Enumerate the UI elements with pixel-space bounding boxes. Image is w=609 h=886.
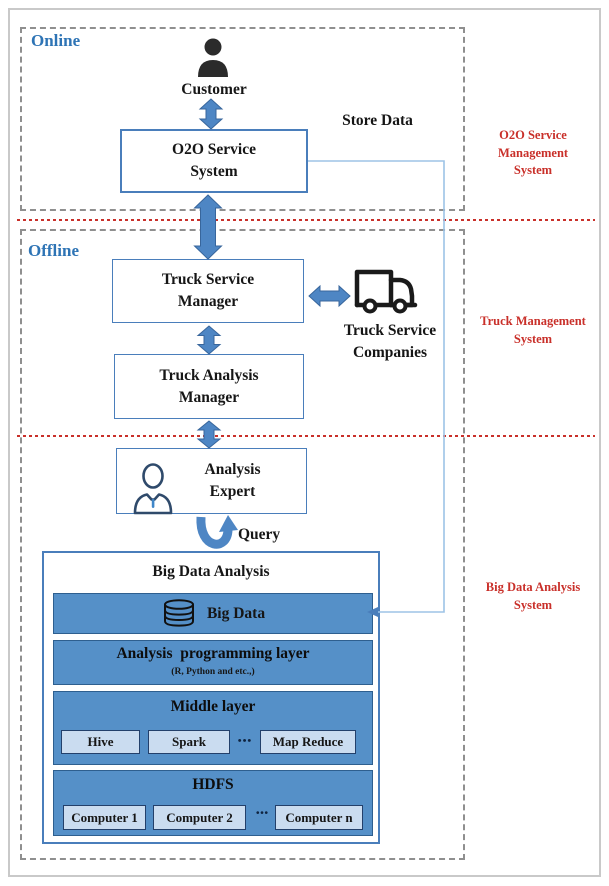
- online-label: Online: [31, 31, 81, 50]
- middle-layer: Middle layer Hive Spark ••• Map Reduce: [53, 691, 373, 765]
- truck-system-side-label: Truck Management System: [480, 314, 586, 346]
- analysis-expert-box: Analysis Expert: [116, 448, 307, 514]
- o2o-system-side-label: O2O Service Management System: [497, 128, 569, 177]
- store-data-label: Store Data: [342, 112, 413, 129]
- hdfs-layer-title: HDFS: [192, 776, 234, 793]
- separator-truck-bigdata: [17, 435, 595, 437]
- bigdata-system-side-label: Big Data Analysis System: [485, 580, 581, 612]
- customer-label: Customer: [181, 81, 247, 98]
- computer-2-box: Computer 2: [153, 805, 246, 830]
- outer-frame: [8, 8, 601, 877]
- spark-box: Spark: [148, 730, 230, 754]
- hdfs-layer: HDFS Computer 1 Computer 2 ... Computer …: [53, 770, 373, 836]
- computer-1-box: Computer 1: [63, 805, 146, 830]
- customer-icon: [196, 37, 230, 83]
- offline-region: [20, 229, 465, 860]
- offline-label: Offline: [28, 241, 79, 260]
- middle-layer-title: Middle layer: [170, 698, 256, 715]
- big-data-layer-label: Big Data: [206, 604, 266, 622]
- hive-box: Hive: [61, 730, 140, 754]
- online-region: [20, 27, 465, 211]
- computer-n-box: Computer n: [275, 805, 363, 830]
- programming-layer-title: Analysis programming layer: [116, 645, 310, 662]
- truck-analysis-manager-box: Truck Analysis Manager: [114, 354, 304, 419]
- programming-layer-subtitle: (R, Python and etc.,): [171, 667, 255, 677]
- map-reduce-box: Map Reduce: [260, 730, 356, 754]
- big-data-analysis-box: Big Data Analysis Big Data Analysis prog…: [42, 551, 380, 844]
- middle-layer-ellipsis: •••: [237, 735, 253, 747]
- o2o-service-system-box: O2O Service System: [120, 129, 308, 193]
- analyst-icon: [131, 441, 175, 521]
- truck-icon: [352, 266, 420, 323]
- analysis-expert-label: Analysis Expert: [204, 461, 261, 500]
- database-icon: [161, 598, 197, 629]
- truck-service-companies-label: Truck Service Companies: [343, 322, 437, 361]
- separator-online-offline: [17, 219, 595, 221]
- hdfs-ellipsis: ...: [255, 799, 269, 818]
- big-data-analysis-title: Big Data Analysis: [152, 563, 270, 580]
- truck-service-manager-box: Truck Service Manager: [112, 259, 304, 323]
- query-label: Query: [238, 526, 281, 543]
- programming-layer: Analysis programming layer (R, Python an…: [53, 640, 373, 685]
- big-data-layer: Big Data: [53, 593, 373, 634]
